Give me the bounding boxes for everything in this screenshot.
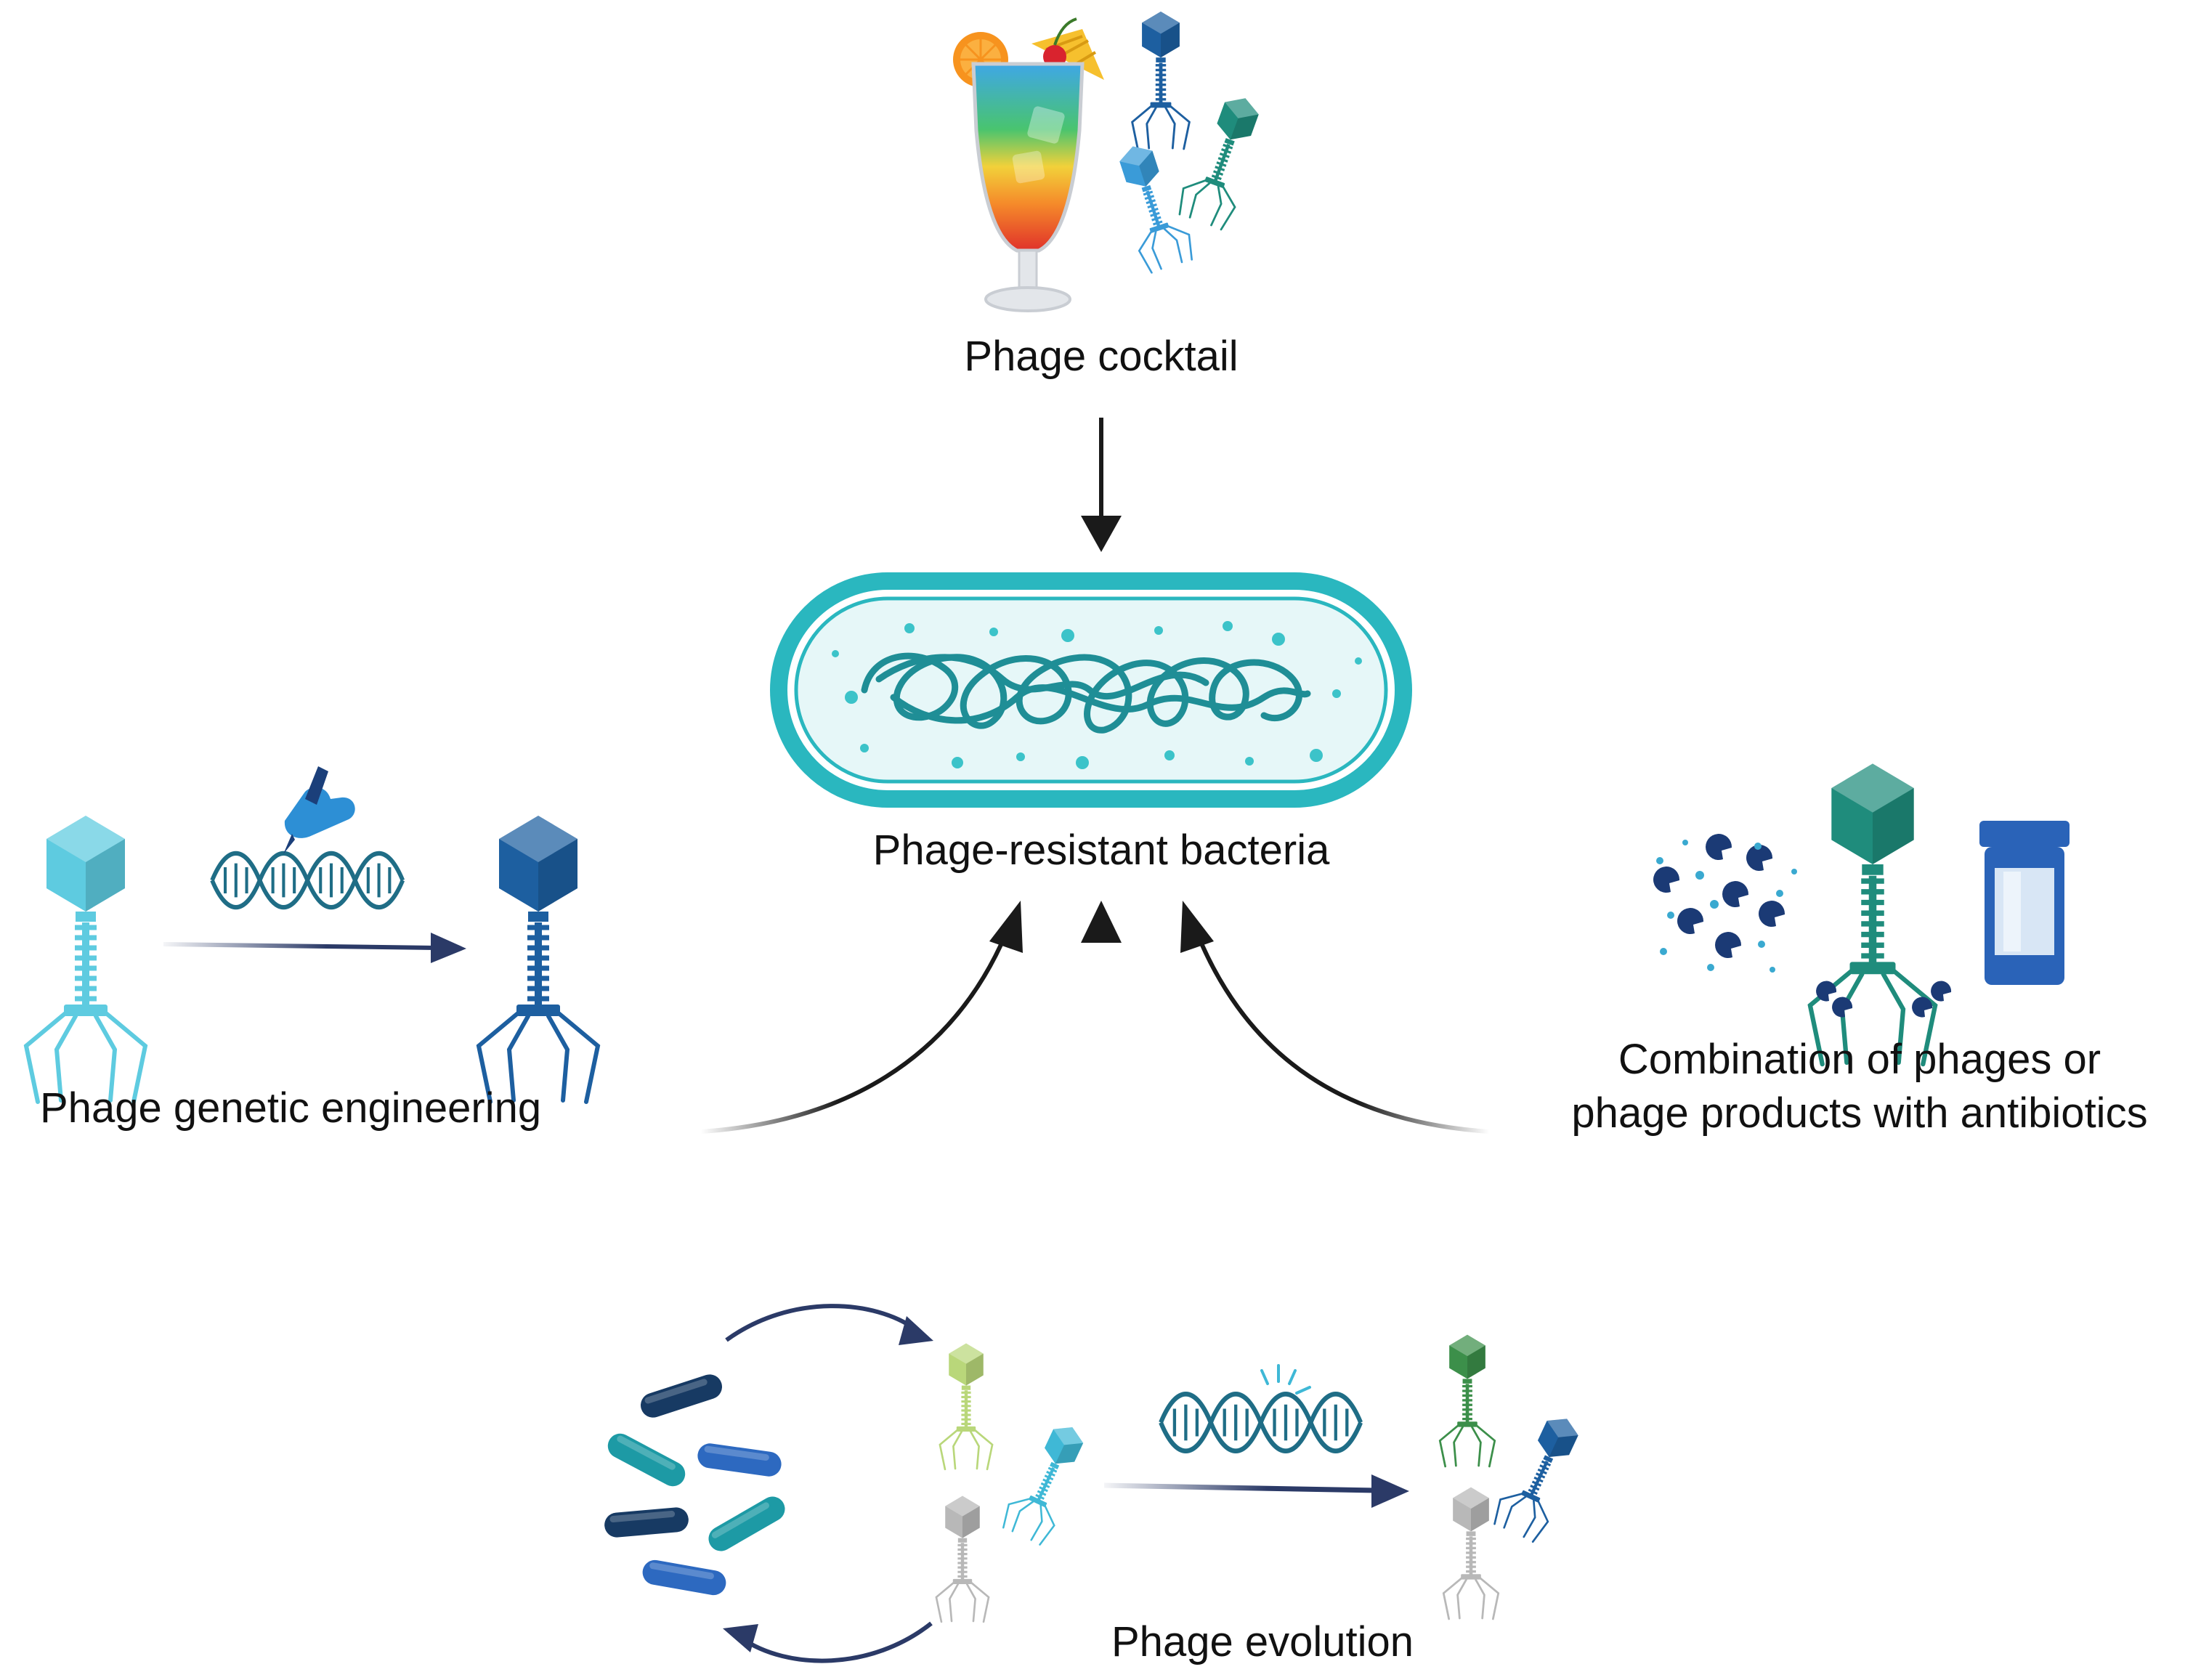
bacteriophage-icon (935, 1494, 990, 1623)
bacteriophage-icon (939, 1342, 994, 1471)
cycle-arrow-bottom (723, 1621, 933, 1663)
gloved-hand-pen-icon (283, 766, 355, 854)
arrow-cocktail-to-bacteria (1081, 418, 1122, 552)
dna-helix-icon (1161, 1394, 1361, 1450)
bacteriophage-icon (1488, 1406, 1592, 1546)
bacteriophage-icon (1173, 87, 1273, 233)
phage-resistant-bacteria-label: Phage-resistant bacteria (872, 827, 1330, 874)
enzyme-particles-icon (1816, 981, 1952, 1018)
enzyme-particles-icon (1653, 834, 1797, 973)
arrow-engineering-to-bacteria (700, 901, 1023, 1134)
bacterium-cell-icon (770, 572, 1412, 808)
bacteriophage-icon (479, 816, 598, 1102)
phage-evolution-label: Phage evolution (1111, 1618, 1414, 1665)
bacteriophage-icon (1438, 1334, 1496, 1468)
bacteriophage-icon (1130, 10, 1191, 150)
cycle-arrow-top (725, 1304, 933, 1345)
bacteriophage-icon (1442, 1486, 1500, 1620)
antibiotic-bottle-icon (1979, 821, 2070, 985)
cocktail-glass-icon (953, 17, 1104, 312)
dna-helix-icon (212, 853, 402, 907)
mutation-spark-icon (1260, 1364, 1311, 1395)
bacteriophage-icon (1810, 763, 1935, 1064)
arrow-evolution-to-bacteria (1081, 901, 1122, 1318)
arrow-evolution-transform (1103, 1474, 1409, 1508)
phage-cocktail-label: Phage cocktail (964, 333, 1239, 380)
phage-genetic-engineering-label: Phage genetic engineering (40, 1084, 542, 1132)
bacteriophage-icon (1106, 137, 1198, 276)
combination-label-line2: phage products with antibiotics (1571, 1089, 2148, 1137)
arrow-combination-to-bacteria (1180, 901, 1490, 1134)
combination-label-line1: Combination of phages or (1618, 1036, 2101, 1083)
rod-bacteria-icon (603, 1371, 790, 1597)
bacteriophage-icon (26, 816, 145, 1102)
bacteriophage-icon (997, 1415, 1097, 1548)
arrow-engineering-transform (163, 933, 466, 963)
